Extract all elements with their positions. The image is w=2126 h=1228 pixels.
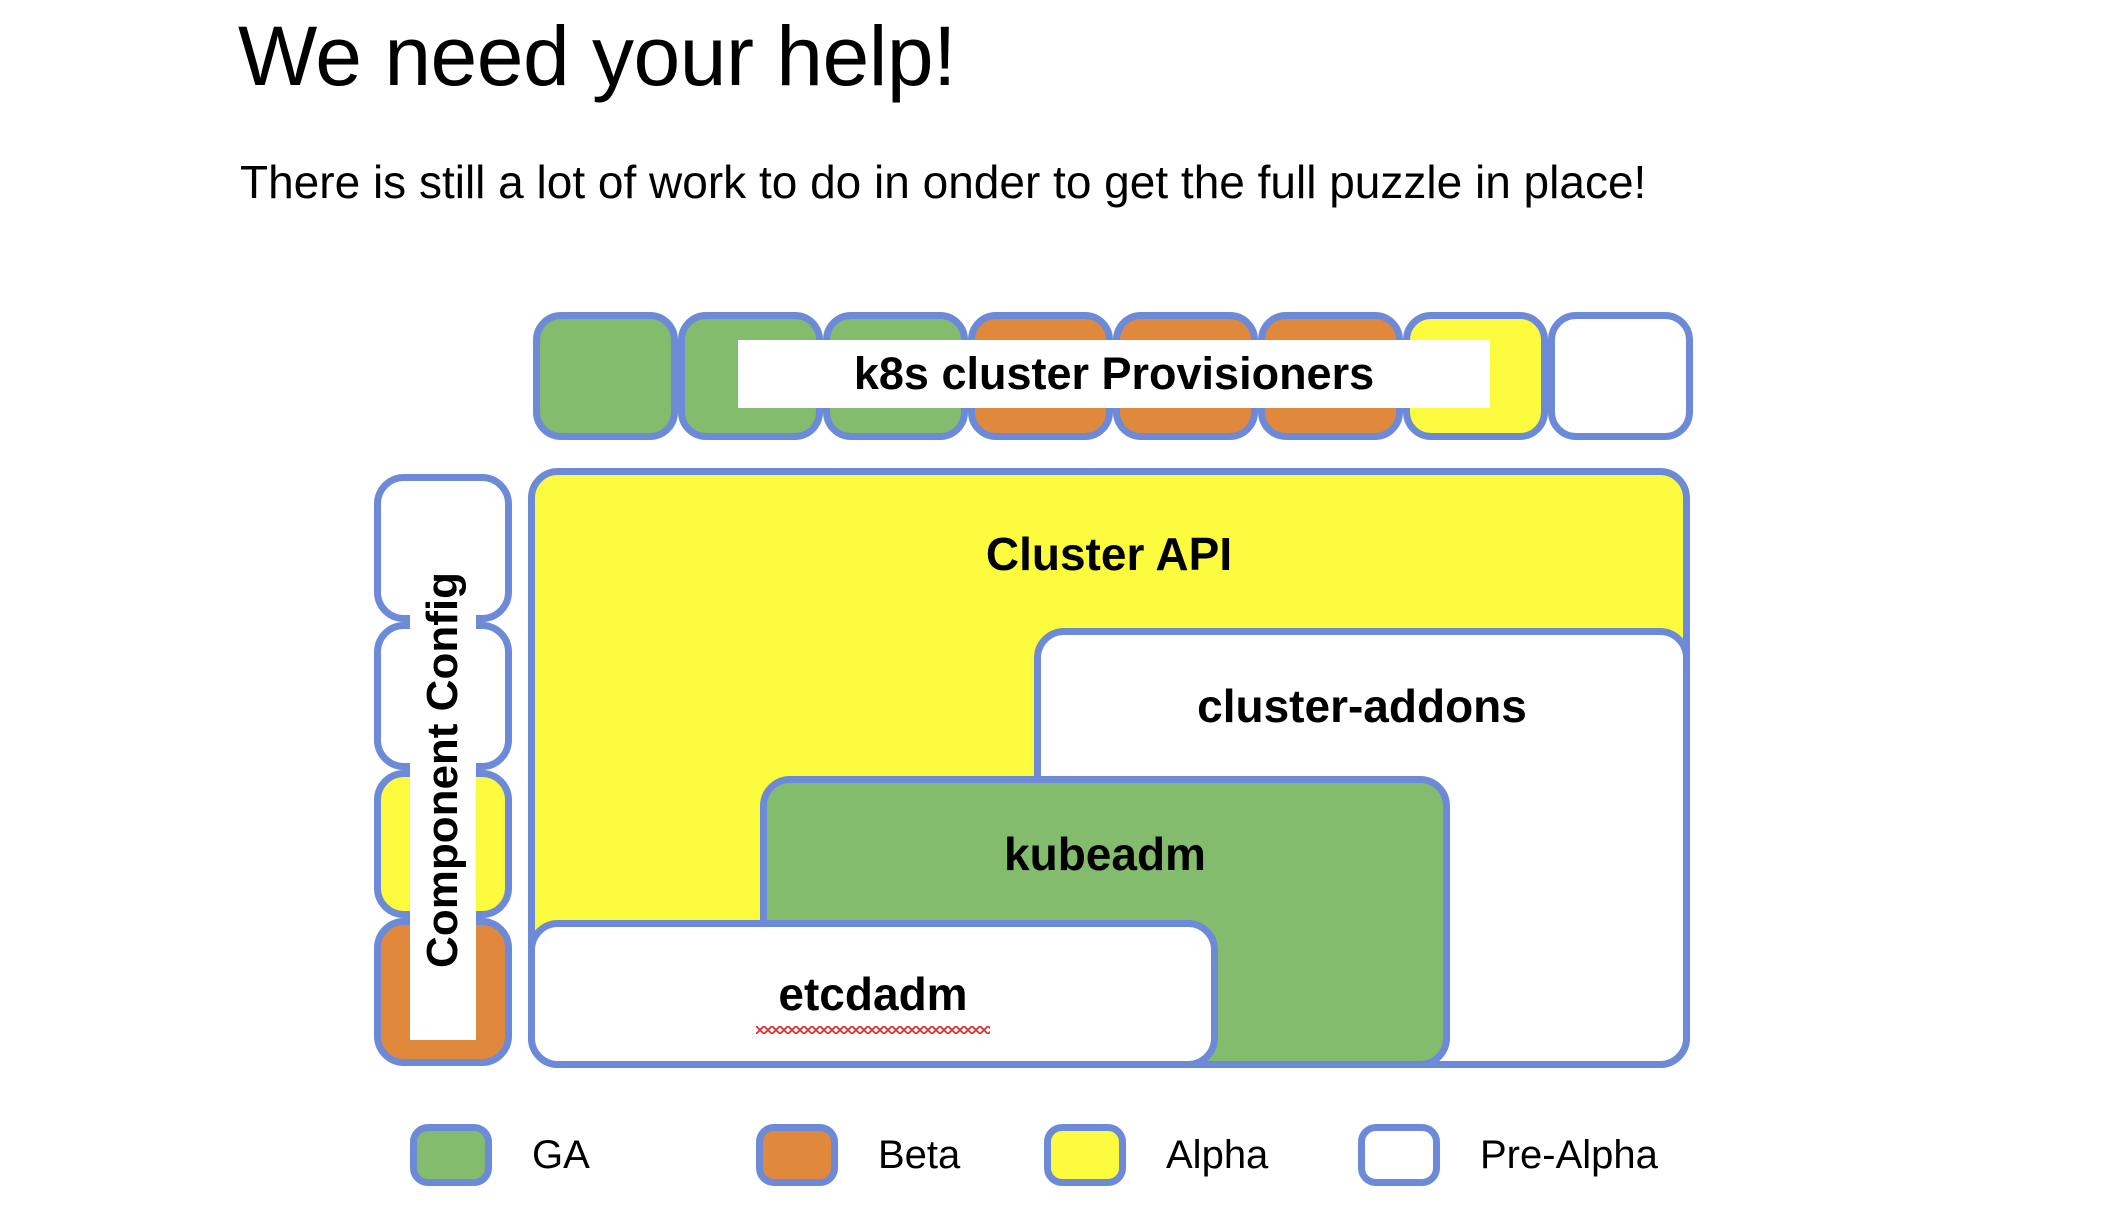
legend-swatch-alpha bbox=[1044, 1124, 1126, 1186]
legend-item-prealpha: Pre-Alpha bbox=[1358, 1124, 1658, 1186]
legend-label-ga: GA bbox=[532, 1132, 590, 1177]
etcdadm-box[interactable]: etcdadm bbox=[528, 920, 1218, 1068]
page-title: We need your help! bbox=[238, 9, 956, 103]
page-subtitle: There is still a lot of work to do in on… bbox=[240, 156, 1647, 208]
legend-item-ga: GA bbox=[410, 1124, 590, 1186]
provisioner-row-label: k8s cluster Provisioners bbox=[738, 340, 1490, 408]
kubeadm-label: kubeadm bbox=[1004, 828, 1206, 880]
etcdadm-label-text: etcdadm bbox=[756, 968, 990, 1034]
legend-item-beta: Beta bbox=[756, 1124, 960, 1186]
legend-swatch-ga bbox=[410, 1124, 492, 1186]
legend-label-beta: Beta bbox=[878, 1132, 961, 1177]
legend-swatch-beta bbox=[756, 1124, 838, 1186]
cluster-api-label: Cluster API bbox=[985, 528, 1233, 580]
component-config-label: Component Config bbox=[410, 500, 476, 1040]
legend-swatch-prealpha bbox=[1358, 1124, 1440, 1186]
etcdadm-label: etcdadm bbox=[535, 967, 1211, 1034]
cluster-addons-label: cluster-addons bbox=[1197, 680, 1527, 732]
component-config-label-text: Component Config bbox=[418, 572, 468, 968]
provisioner-cell-1[interactable] bbox=[533, 312, 678, 440]
legend-label-alpha: Alpha bbox=[1166, 1132, 1269, 1177]
legend-item-alpha: Alpha bbox=[1044, 1124, 1268, 1186]
provisioner-cell-8[interactable] bbox=[1548, 312, 1693, 440]
legend-label-prealpha: Pre-Alpha bbox=[1480, 1132, 1658, 1177]
